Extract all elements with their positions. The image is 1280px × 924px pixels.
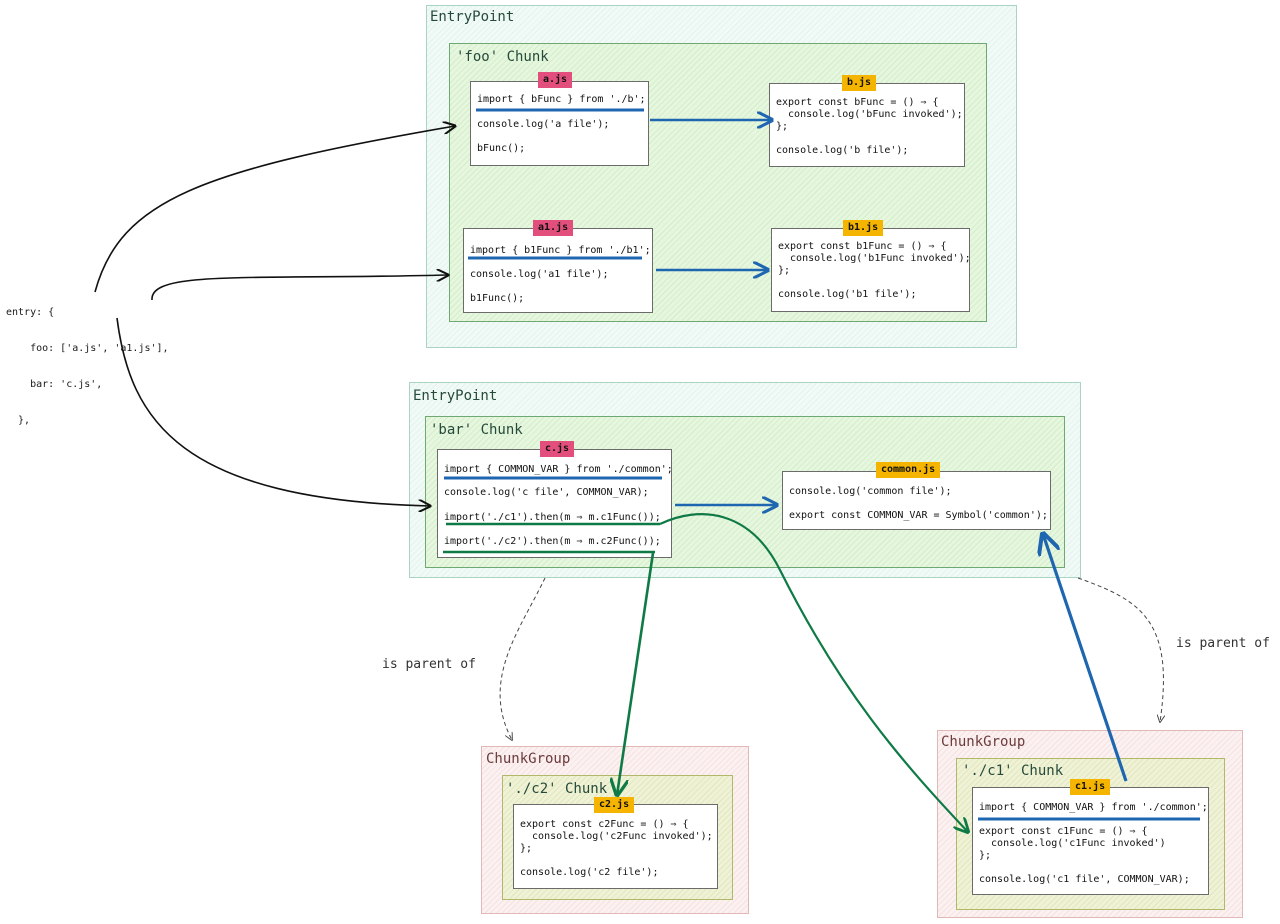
file-badge-a-js: a.js: [538, 72, 573, 88]
entry-arrow-c: [116, 317, 430, 506]
file-c2-js: export const c2Func = () ⇒ { console.log…: [513, 804, 718, 889]
code-line: console.log('c2Func invoked');: [520, 831, 713, 842]
file-b1-js: export const b1Func = () ⇒ { console.log…: [771, 228, 971, 312]
file-badge-c1-js: c1.js: [1070, 779, 1111, 795]
code-line: console.log('c1 file', COMMON_VAR);: [979, 874, 1190, 885]
entrypoint-title: EntryPoint: [413, 388, 498, 404]
code-line: console.log('a1 file');: [470, 269, 609, 280]
code-line: console.log('c1Func invoked'): [979, 838, 1166, 849]
code-line: export const b1Func = () ⇒ {: [778, 241, 947, 252]
chunk-title: './c2' Chunk: [506, 781, 608, 797]
code-line: export const COMMON_VAR = Symbol('common…: [789, 510, 1048, 521]
file-badge-b-js: b.js: [842, 75, 877, 91]
chunkgroup-title: ChunkGroup: [941, 734, 1026, 750]
entry-line: foo: ['a.js', 'a1.js'],: [6, 343, 169, 354]
relation-label-right: is parent of: [1176, 636, 1270, 651]
code-line: console.log('b1 file');: [778, 289, 917, 300]
code-line: };: [979, 850, 992, 861]
entry-config: entry: { foo: ['a.js', 'a1.js'], bar: 'c…: [6, 283, 169, 439]
file-badge-c2-js: c2.js: [594, 797, 635, 813]
code-line: console.log('b1Func invoked');: [778, 253, 971, 264]
chunk-title: 'bar' Chunk: [430, 422, 523, 438]
entry-line: entry: {: [6, 307, 55, 318]
chunk-title: './c1' Chunk: [962, 763, 1064, 779]
code-line: export const c1Func = () ⇒ {: [979, 826, 1148, 837]
code-line: import('./c2').then(m ⇒ m.c2Func());: [444, 536, 661, 547]
code-line: bFunc();: [477, 143, 526, 154]
file-badge-c-js: c.js: [540, 441, 575, 457]
code-line: import { b1Func } from './b1';: [470, 245, 651, 256]
chunk-title: 'foo' Chunk: [456, 49, 549, 65]
file-badge-common-js: common.js: [876, 462, 941, 478]
code-line: };: [776, 121, 789, 132]
import-arrow-c1-common: [1043, 534, 1128, 782]
file-a1-js: import { b1Func } from './b1'; console.l…: [463, 228, 653, 313]
code-line: console.log('c2 file');: [520, 867, 659, 878]
code-line: };: [520, 843, 533, 854]
parent-arrow-left: [499, 577, 546, 740]
code-line: export const c2Func = () ⇒ {: [520, 819, 689, 830]
chunkgroup-title: ChunkGroup: [486, 751, 571, 767]
dynamic-arrow-c2: [617, 552, 655, 795]
code-line: import { COMMON_VAR } from './common';: [444, 464, 673, 475]
entry-arrow-a: [94, 126, 455, 293]
code-line: };: [778, 265, 791, 276]
file-badge-a1-js: a1.js: [533, 220, 574, 236]
code-line: import { bFunc } from './b';: [477, 94, 646, 105]
file-common-js: console.log('common file'); export const…: [782, 471, 1051, 530]
code-line: import { COMMON_VAR } from './common';: [979, 802, 1208, 813]
relation-label-left: is parent of: [382, 657, 476, 672]
file-c-js: import { COMMON_VAR } from './common'; c…: [437, 449, 673, 558]
code-line: console.log('common file');: [789, 486, 952, 497]
code-line: console.log('bFunc invoked');: [776, 109, 963, 120]
file-badge-b1-js: b1.js: [843, 220, 884, 236]
file-c1-js: import { COMMON_VAR } from './common'; e…: [972, 787, 1209, 895]
code-line: import('./c1').then(m ⇒ m.c1Func());: [444, 512, 661, 523]
entry-line: },: [6, 415, 31, 426]
code-line: b1Func();: [470, 293, 525, 304]
entrypoint-title: EntryPoint: [430, 9, 515, 25]
code-line: console.log('b file');: [776, 145, 909, 156]
file-a-js: import { bFunc } from './b'; console.log…: [470, 81, 649, 166]
code-line: console.log('a file');: [477, 119, 610, 130]
parent-arrow-right: [1077, 577, 1163, 722]
code-line: export const bFunc = () ⇒ {: [776, 97, 939, 108]
entry-line: bar: 'c.js',: [6, 379, 103, 390]
dynamic-arrow-c1: [659, 513, 968, 832]
code-line: console.log('c file', COMMON_VAR);: [444, 487, 649, 498]
entry-arrow-a1: [151, 275, 448, 301]
